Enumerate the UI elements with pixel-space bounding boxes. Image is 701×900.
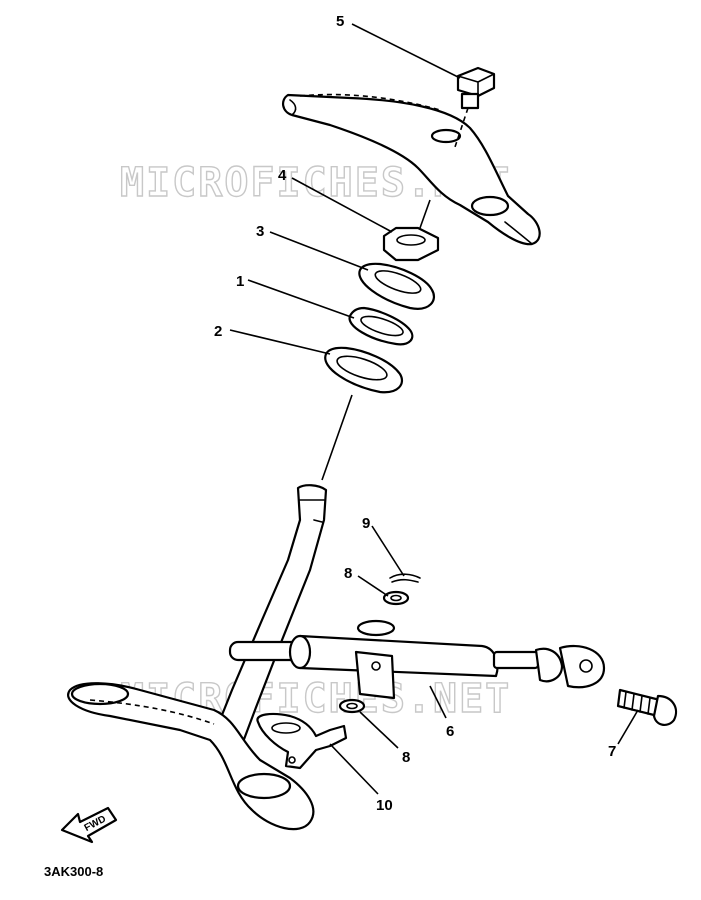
callout-10: 10: [376, 797, 393, 814]
callout-1: 1: [236, 273, 244, 290]
callout-4: 4: [278, 167, 287, 184]
diagram-code: 3AK300-8: [44, 864, 103, 879]
callout-3: 3: [256, 223, 264, 240]
leader-5: [351, 23, 461, 79]
callout-8a: 8: [344, 565, 352, 582]
upper-bracket: [282, 93, 541, 246]
leader-7: [617, 709, 639, 745]
leader-10: [329, 743, 379, 795]
steering-damper-6: [228, 619, 606, 700]
callout-7: 7: [608, 743, 616, 760]
cotter-pin-9: [389, 573, 421, 583]
bearing-1: [348, 306, 414, 346]
leader-9: [371, 525, 405, 577]
nut-4: [382, 199, 440, 262]
leader-1: [247, 279, 355, 319]
bracket-10: [256, 712, 348, 770]
bearing-cover-3: [358, 262, 436, 310]
leader-6: [429, 685, 447, 719]
leader-3: [269, 231, 369, 271]
under-bracket: [67, 682, 315, 831]
callout-9: 9: [362, 515, 370, 532]
callout-2: 2: [214, 323, 222, 340]
leader-8a: [357, 575, 389, 597]
leader-8b: [359, 711, 399, 749]
leader-2: [229, 329, 331, 355]
washer-8-bottom: [338, 698, 366, 714]
callout-5: 5: [336, 13, 344, 30]
callout-8b: 8: [402, 749, 410, 766]
washer-8-top: [382, 590, 410, 606]
bolt-5: [453, 66, 496, 151]
bearing-2: [324, 346, 404, 394]
callout-6: 6: [446, 723, 454, 740]
bolt-7: [616, 688, 678, 726]
leader-4: [291, 177, 393, 233]
forward-arrow: FWD: [60, 806, 118, 844]
